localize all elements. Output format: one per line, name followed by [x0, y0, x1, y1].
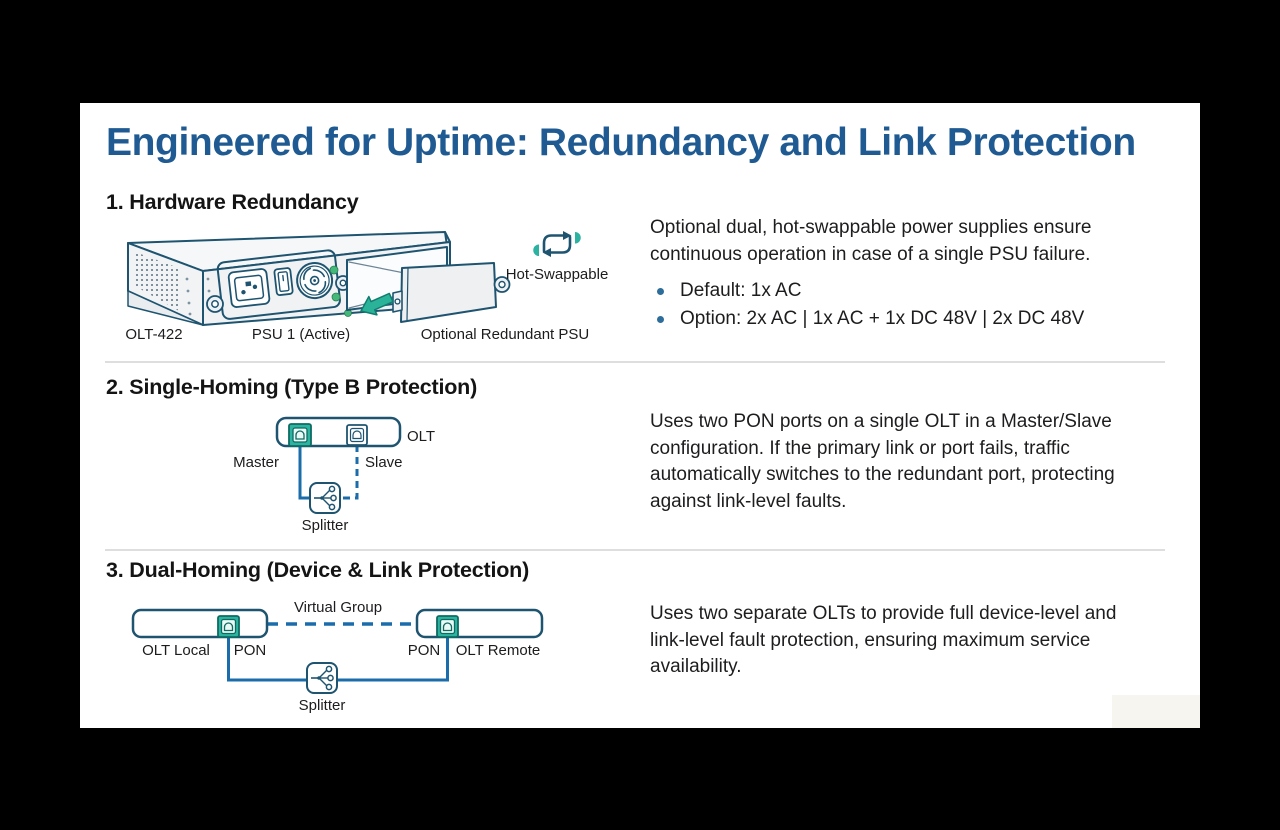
slave-link-line [340, 445, 359, 500]
section1-text: Optional dual, hot-swappable power suppl… [650, 215, 1155, 332]
left-pon-line [227, 637, 307, 682]
virtual-group-label: Virtual Group [294, 599, 382, 616]
psu1-module [216, 249, 341, 320]
hot-swappable-icon [533, 231, 581, 257]
vent-holes [135, 252, 179, 311]
status-led [329, 265, 339, 275]
pon-right-label: PON [408, 642, 441, 659]
hot-swappable-label: Hot-Swappable [506, 266, 609, 283]
thumbscrew-left [206, 295, 224, 313]
olt-remote-box [415, 608, 544, 639]
olt-label: OLT [407, 428, 435, 445]
master-pon-port [288, 423, 312, 447]
section1-heading: 1. Hardware Redundancy [106, 190, 359, 214]
section-divider [105, 361, 1165, 363]
optional-psu-label: Optional Redundant PSU [421, 326, 589, 343]
master-link-line [298, 446, 310, 500]
splitter-label: Splitter [299, 697, 346, 714]
section1-bullet-list: Default: 1x AC Option: 2x AC | 1x AC + 1… [650, 278, 1155, 332]
right-pon-line [337, 637, 449, 682]
master-label: Master [233, 454, 279, 471]
fan [296, 262, 334, 300]
olt-local-pon-port [217, 615, 240, 638]
olt-remote-label: OLT Remote [456, 642, 540, 659]
slide: Engineered for Uptime: Redundancy and Li… [80, 103, 1200, 728]
splitter [306, 662, 338, 694]
slide-title: Engineered for Uptime: Redundancy and Li… [106, 121, 1136, 164]
olt-422-label: OLT-422 [125, 326, 182, 343]
optional-psu-plate [392, 262, 511, 323]
olt-local-box [131, 608, 269, 639]
watermark-block [1112, 695, 1200, 728]
olt-remote-pon-port [436, 615, 459, 638]
section2-heading: 2. Single-Homing (Type B Protection) [106, 375, 478, 399]
section1-paragraph: Optional dual, hot-swappable power suppl… [650, 217, 1092, 265]
bullet-item: Default: 1x AC [650, 278, 1155, 305]
psu1-label: PSU 1 (Active) [252, 326, 350, 343]
slave-label: Slave [365, 454, 403, 471]
olt-local-label: OLT Local [142, 642, 210, 659]
status-led [331, 292, 341, 302]
olt-chassis-illustration [127, 231, 581, 326]
section3-heading: 3. Dual-Homing (Device & Link Protection… [106, 558, 530, 582]
dual-homing-diagram: Virtual Group OLT Local PON PON OLT Remo… [131, 599, 544, 714]
single-homing-diagram: OLT Master Slave Splitter [233, 416, 435, 534]
section3-paragraph: Uses two separate OLTs to provide full d… [650, 603, 1117, 677]
splitter [309, 482, 341, 514]
hardware-redundancy-diagram: OLT-422 PSU 1 (Active) Optional Redundan… [125, 231, 609, 343]
pon-left-label: PON [234, 642, 267, 659]
bullet-item: Option: 2x AC | 1x AC + 1x DC 48V | 2x D… [650, 306, 1155, 333]
slave-pon-port [346, 424, 368, 446]
section2-paragraph: Uses two PON ports on a single OLT in a … [650, 411, 1115, 512]
splitter-label: Splitter [302, 517, 349, 534]
insert-arrow-icon [360, 292, 394, 316]
section-divider [105, 549, 1165, 551]
section2-text: Uses two PON ports on a single OLT in a … [650, 409, 1155, 515]
section3-text: Uses two separate OLTs to provide full d… [650, 601, 1155, 681]
